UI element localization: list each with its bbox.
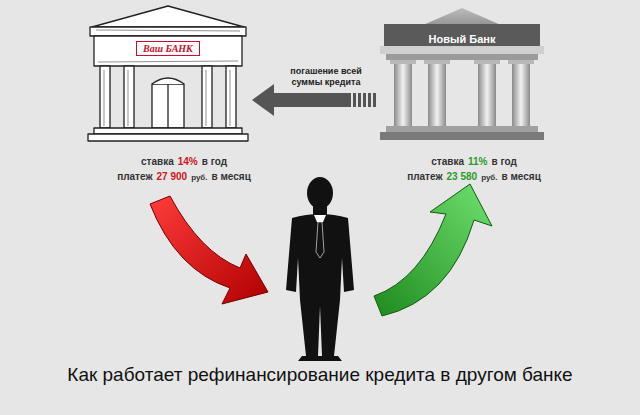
rate-line: платеж 27 900руб. в месяц — [94, 169, 274, 185]
person-silhouette — [286, 177, 354, 361]
bank-building-node: Новый Банк — [380, 5, 544, 141]
bank-sketch-node: Ваш БАНК — [88, 5, 248, 141]
red-arrow — [150, 196, 268, 304]
highlight-value: 27 900 — [157, 171, 188, 182]
rate-text: в месяц — [212, 171, 251, 182]
rate-text: в год — [202, 156, 227, 167]
rate-line: платеж 23 580руб. в месяц — [384, 169, 564, 185]
rate-text: в год — [491, 156, 516, 167]
caption: Как работает рефинансирование кредита в … — [0, 364, 640, 386]
transfer-arrow — [252, 84, 376, 116]
rate-text: ставка — [431, 156, 464, 167]
rate-text: платеж — [407, 171, 442, 182]
rate-text: ставка — [141, 156, 174, 167]
rate-text: платеж — [117, 171, 152, 182]
highlight-value: 14% — [178, 156, 198, 167]
bank-sign: Ваш БАНК — [136, 41, 200, 56]
rate-info: ставка 11% в год платеж 23 580руб. в месяц — [384, 154, 564, 185]
bank-name: Новый Банк — [429, 33, 496, 45]
rate-line: ставка 11% в год — [384, 154, 564, 169]
green-arrow — [374, 184, 492, 316]
rate-line: ставка 14% в год — [94, 154, 274, 169]
rate-info: ставка 14% в год платеж 27 900руб. в месяц — [94, 154, 274, 185]
rate-text: руб. — [191, 173, 207, 182]
highlight-value: 23 580 — [447, 171, 478, 182]
highlight-value: 11% — [468, 156, 487, 167]
rate-text: руб. — [481, 173, 497, 182]
edge-label: погашение всей суммы кредита — [283, 66, 369, 88]
rate-text: в месяц — [502, 171, 541, 182]
